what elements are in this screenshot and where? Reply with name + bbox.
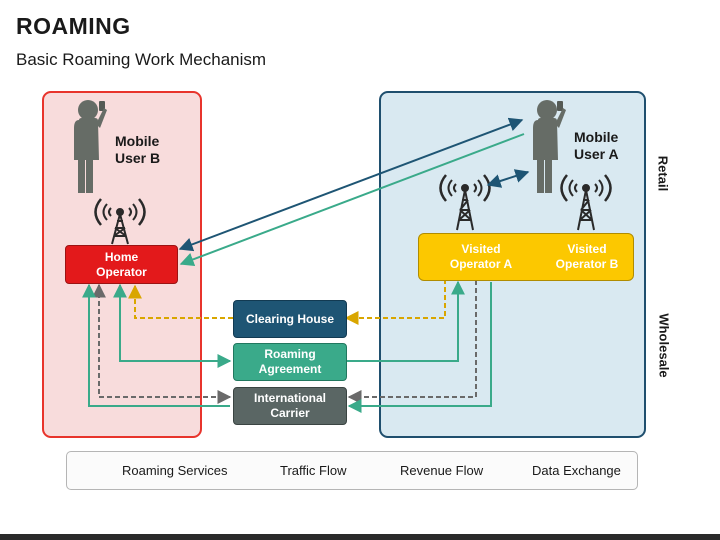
roaming-services-arrow (178, 117, 524, 252)
legend-roaming-services: Roaming Services (122, 463, 228, 478)
clearing-house-box: Clearing House (233, 300, 347, 338)
mobile-user-b-label: Mobile User B (115, 133, 161, 166)
person-phone-icon (533, 100, 566, 193)
revenue-flow-arrow (113, 283, 232, 368)
visited-operator-a-label: Visited Operator A (449, 242, 513, 271)
page-subtitle: Basic Roaming Work Mechanism (16, 50, 267, 69)
revenue-flow-arrow (82, 283, 230, 407)
traffic-flow-arrow (347, 280, 477, 404)
legend-revenue-flow: Revenue Flow (400, 463, 484, 478)
roaming-agreement-box: Roaming Agreement (233, 343, 347, 381)
revenue-flow-arrow (347, 282, 492, 413)
visited-operators-box: Visited Operator A Visited Operator B (418, 233, 634, 281)
person-phone-icon (74, 100, 107, 193)
revenue-flow-arrow (346, 280, 465, 362)
cell-tower-icon (439, 174, 491, 231)
revenue-flow-arrow (179, 133, 525, 267)
legend-traffic-flow: Traffic Flow (280, 463, 347, 478)
page-title: ROAMING (16, 13, 131, 39)
roaming-services-arrow (486, 169, 530, 188)
footer-bar (0, 534, 720, 540)
data-exchange-arrow (344, 279, 446, 325)
cell-tower-icon (94, 198, 146, 245)
legend-data-exchange: Data Exchange (532, 463, 621, 478)
mobile-user-a-label: Mobile User A (574, 129, 619, 162)
home-operator-box: Home Operator (65, 245, 178, 284)
legend: Roaming Services Traffic Flow Revenue Fl… (66, 451, 638, 490)
cell-tower-icon (560, 174, 612, 231)
visited-operator-b-label: Visited Operator B (555, 242, 619, 271)
data-exchange-arrow (128, 284, 233, 319)
international-carrier-box: International Carrier (233, 387, 347, 425)
traffic-flow-arrow (92, 283, 232, 404)
